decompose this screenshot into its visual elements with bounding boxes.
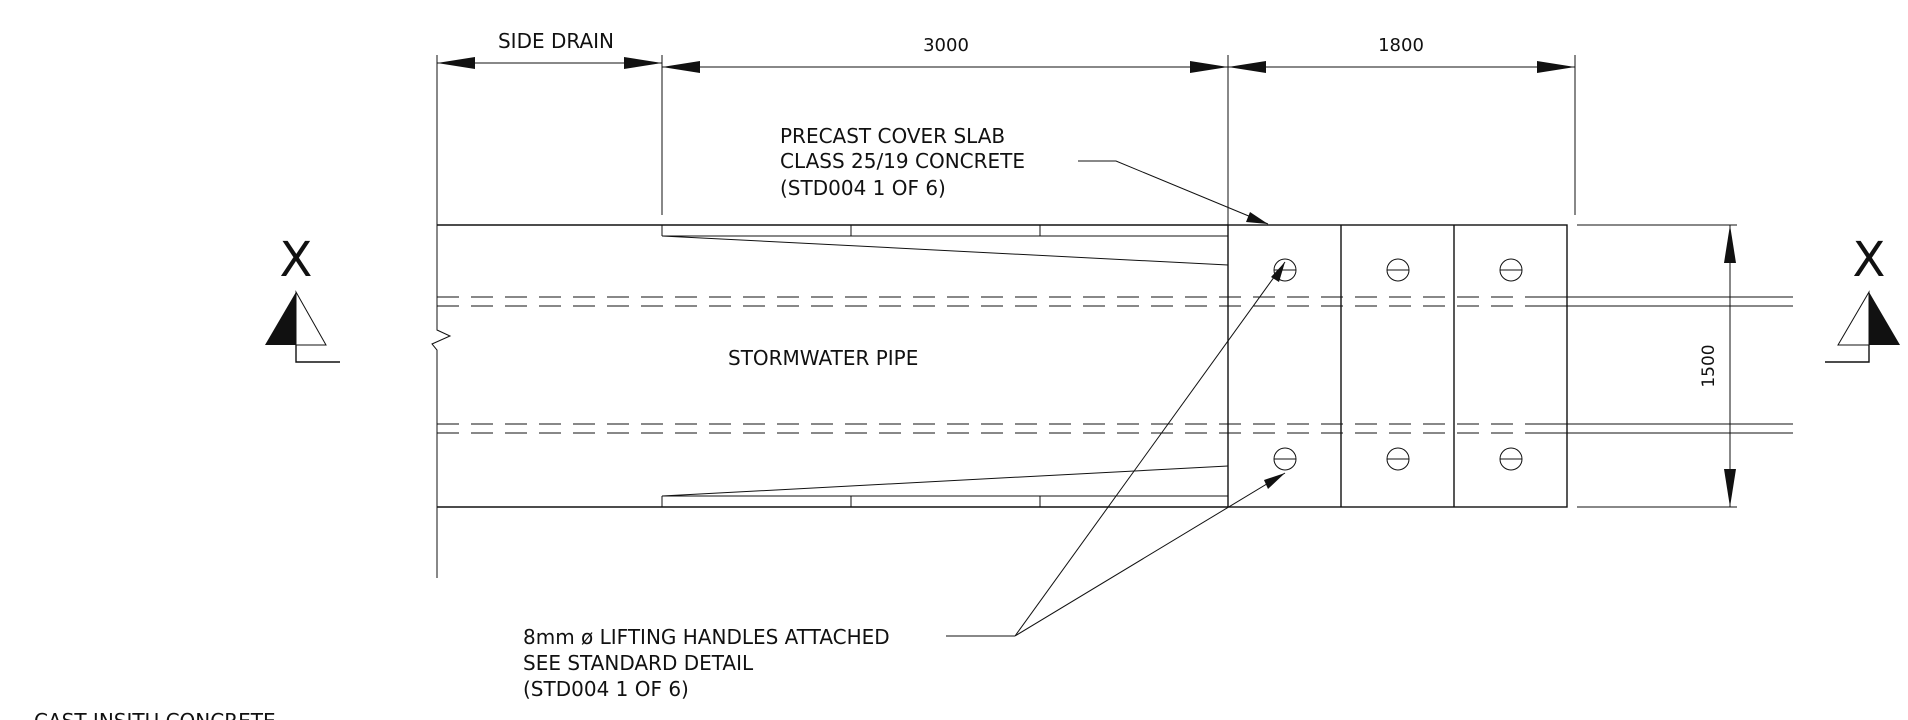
precast-slab-line-3: (STD004 1 OF 6) [780, 176, 946, 200]
pipe-outline [431, 160, 1228, 578]
pipe-dashed-lines [437, 296, 1793, 434]
width-1500-label: 1500 [1699, 344, 1719, 387]
lifting-handles-line-2: SEE STANDARD DETAIL [523, 651, 754, 675]
precast-slab-line-2: CLASS 25/19 CONCRETE [780, 149, 1025, 173]
precast-slab-note: PRECAST COVER SLAB CLASS 25/19 CONCRETE … [780, 124, 1269, 225]
section-mark-left-letter: X [280, 232, 313, 288]
lifting-handle-icons [1273, 258, 1523, 471]
cover-slabs [1227, 224, 1568, 508]
section-mark-right: X [1825, 232, 1900, 363]
section-mark-left: X [265, 232, 340, 363]
lifting-handle-icon [1499, 258, 1523, 282]
dimension-1500: 1500 [1577, 224, 1737, 508]
lifting-handle-icon [1273, 447, 1297, 471]
length-1800-label: 1800 [1378, 35, 1424, 56]
lifting-handle-icon [1499, 447, 1523, 471]
length-3000-label: 3000 [923, 35, 969, 56]
dimension-1800: 1800 [1228, 35, 1576, 215]
cast-insitu-label: CAST INSITU CONCRETE [34, 709, 276, 720]
section-mark-right-letter: X [1853, 232, 1886, 288]
lifting-handle-icon [1386, 258, 1410, 282]
lifting-handles-line-3: (STD004 1 OF 6) [523, 677, 689, 701]
precast-slab-line-1: PRECAST COVER SLAB [780, 124, 1005, 148]
lifting-handles-note: 8mm ø LIFTING HANDLES ATTACHED SEE STAND… [523, 261, 1286, 701]
side-drain-label: SIDE DRAIN [498, 29, 614, 53]
stormwater-pipe-label: STORMWATER PIPE [728, 346, 918, 370]
lifting-handles-line-1: 8mm ø LIFTING HANDLES ATTACHED [523, 625, 890, 649]
dimension-side-drain: SIDE DRAIN [436, 29, 662, 225]
lifting-handle-icon [1386, 447, 1410, 471]
dimension-3000: 3000 [661, 35, 1229, 225]
